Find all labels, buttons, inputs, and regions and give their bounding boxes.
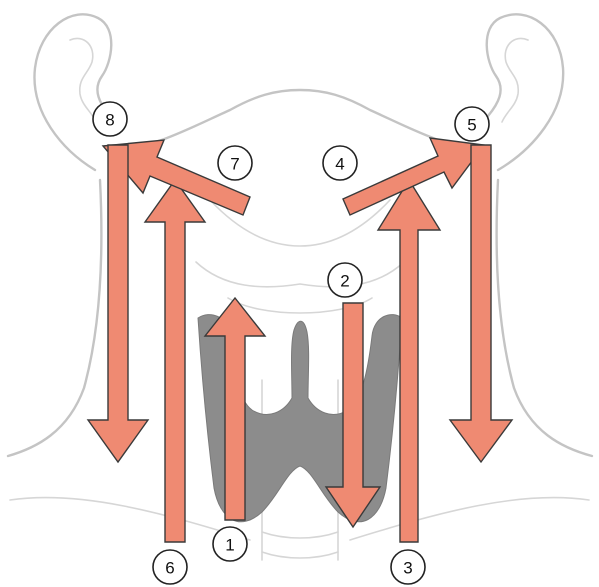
arrow-5 [450, 145, 512, 462]
label-4: 4 [323, 146, 357, 180]
label-4-text: 4 [335, 155, 344, 174]
label-5-text: 5 [467, 116, 476, 135]
neck-left-side [8, 180, 101, 456]
label-3-text: 3 [403, 559, 412, 578]
label-8-text: 8 [105, 111, 114, 130]
label-3: 3 [391, 550, 425, 584]
label-7-text: 7 [230, 155, 239, 174]
label-5: 5 [455, 107, 489, 141]
label-1: 1 [213, 527, 247, 561]
label-2-text: 2 [340, 272, 349, 291]
label-6: 6 [153, 550, 187, 584]
right-ear [487, 14, 563, 170]
left-clavicle [10, 498, 250, 540]
trachea-ring [262, 532, 338, 538]
right-ear-inner [502, 38, 528, 122]
neck-outline [8, 14, 592, 560]
larynx-outline [196, 262, 404, 287]
arrow-8-shape [88, 145, 148, 462]
right-clavicle [350, 498, 589, 540]
arrow-5-shape [450, 145, 512, 462]
label-2: 2 [328, 263, 362, 297]
label-6-text: 6 [165, 559, 174, 578]
left-ear-inner [70, 38, 96, 122]
label-1-text: 1 [225, 536, 234, 555]
arrow-6-shape [145, 180, 205, 542]
left-ear [34, 14, 111, 170]
label-8: 8 [93, 102, 127, 136]
arrow-8 [88, 145, 148, 462]
trachea-ring [262, 552, 338, 558]
arrow-6 [145, 180, 205, 542]
label-7: 7 [218, 146, 252, 180]
neck-right-side [497, 180, 592, 456]
